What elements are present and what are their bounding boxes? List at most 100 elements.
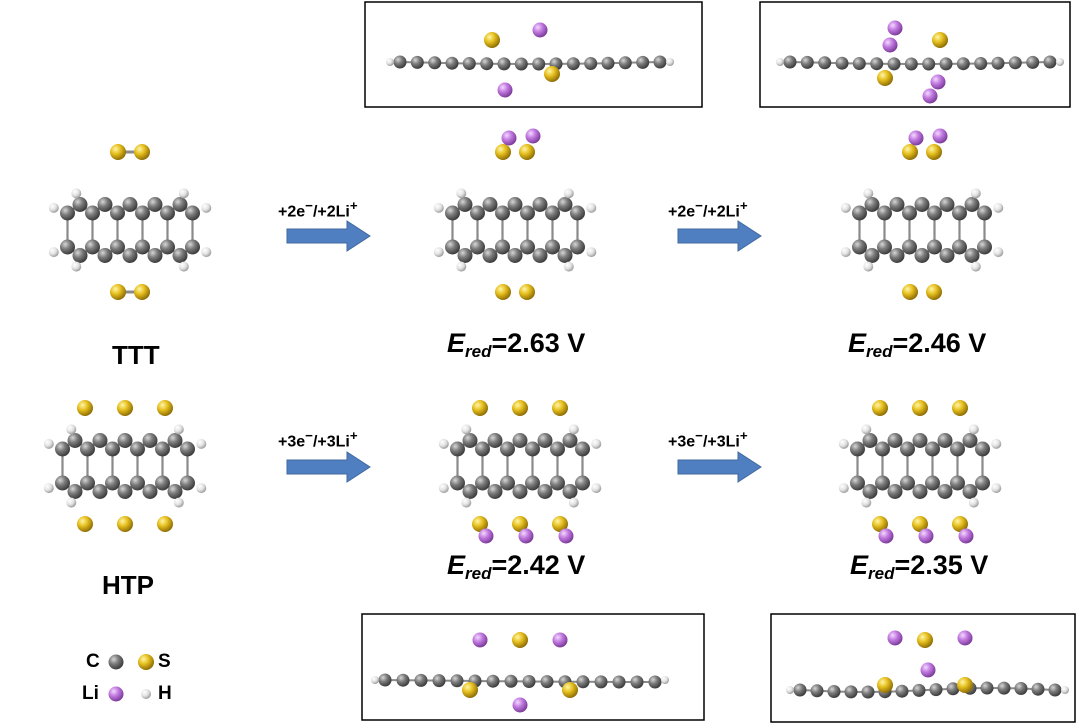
carbon-atom	[977, 205, 992, 221]
lithium-atom	[878, 528, 894, 544]
carbon-atom	[810, 684, 824, 698]
carbon-atom	[861, 685, 875, 699]
carbon-atom	[927, 239, 942, 255]
carbon-atom	[393, 55, 407, 69]
carbon-atom	[445, 239, 460, 255]
carbon-atom	[525, 441, 540, 457]
carbon-atom	[130, 475, 145, 491]
hydrogen-atom	[438, 438, 449, 449]
hydrogen-atom	[438, 483, 449, 494]
carbon-atom	[167, 433, 183, 448]
sulfur-atom	[117, 400, 133, 416]
carbon-atom	[105, 475, 120, 491]
carbon-atom	[92, 484, 108, 499]
carbon-atom	[977, 239, 992, 255]
hydrogen-atom	[433, 202, 444, 213]
carbon-atom	[122, 197, 138, 212]
sulfur-atom	[110, 144, 126, 160]
hydrogen-atom	[196, 438, 207, 449]
carbon-atom	[520, 239, 535, 255]
hydrogen-atom	[196, 483, 207, 494]
carbon-atom	[507, 197, 523, 212]
carbon-atom	[155, 475, 170, 491]
reaction-step-label-3: +3e−/+3Li+	[278, 428, 358, 451]
hydrogen-atom	[43, 438, 54, 449]
carbon-atom	[537, 433, 553, 448]
reaction-arrow-2	[677, 220, 762, 252]
carbon-atom	[877, 205, 892, 221]
lithium-atom	[512, 697, 528, 713]
carbon-atom	[108, 654, 124, 670]
carbon-atom	[520, 205, 535, 221]
carbon-atom	[410, 55, 424, 69]
carbon-atom	[844, 685, 858, 699]
hydrogen-atom	[993, 202, 1004, 213]
hydrogen-atom	[991, 483, 1002, 494]
hydrogen-atom	[173, 424, 184, 435]
side-view-box-1	[364, 1, 703, 108]
hydrogen-atom	[586, 247, 597, 258]
carbon-atom	[135, 205, 150, 221]
sulfur-atom	[562, 682, 578, 698]
carbon-atom	[952, 239, 967, 255]
reaction-step-label-1: +2e−/+2Li+	[278, 198, 358, 221]
carbon-atom	[500, 441, 515, 457]
carbon-atom	[862, 484, 878, 499]
carbon-atom	[432, 674, 446, 688]
carbon-atom	[55, 475, 70, 491]
carbon-atom	[914, 248, 930, 263]
carbon-atom	[525, 475, 540, 491]
side-view-box-4	[770, 613, 1076, 723]
carbon-atom	[504, 674, 518, 688]
carbon-atom	[925, 475, 940, 491]
sulfur-atom	[512, 400, 528, 416]
carbon-atom	[889, 248, 905, 263]
sulfur-atom	[902, 144, 918, 160]
lithium-atom	[908, 130, 924, 146]
carbon-atom	[80, 441, 95, 457]
lithium-atom	[887, 630, 903, 646]
carbon-atom	[887, 433, 903, 448]
carbon-atom	[67, 484, 83, 499]
sulfur-atom	[110, 284, 126, 300]
carbon-atom	[85, 205, 100, 221]
carbon-atom	[566, 57, 580, 71]
carbon-atom	[180, 475, 195, 491]
hydrogen-atom	[71, 261, 82, 272]
carbon-atom	[557, 248, 573, 263]
sulfur-atom	[912, 516, 928, 532]
carbon-atom	[925, 441, 940, 457]
hydrogen-atom	[861, 424, 872, 435]
carbon-atom	[495, 205, 510, 221]
carbon-atom	[1008, 56, 1022, 70]
carbon-atom	[557, 197, 573, 212]
reaction-arrow-3	[286, 451, 371, 483]
carbon-atom	[974, 57, 988, 70]
lithium-atom	[918, 528, 934, 544]
carbon-atom	[852, 57, 866, 70]
sulfur-atom	[495, 284, 511, 300]
carbon-atom	[914, 197, 930, 212]
carbon-atom	[495, 239, 510, 255]
legend-label-carbon: C	[86, 651, 100, 672]
sulfur-atom	[484, 32, 500, 48]
carbon-atom	[396, 673, 410, 687]
hydrogen-atom	[840, 202, 851, 213]
carbon-atom	[550, 441, 565, 457]
carbon-atom	[462, 484, 478, 499]
sulfur-atom	[134, 144, 150, 160]
carbon-atom	[512, 433, 528, 448]
hydrogen-atom	[178, 188, 189, 199]
carbon-atom	[818, 56, 832, 70]
carbon-atom	[147, 197, 163, 212]
carbon-atom	[180, 441, 195, 457]
carbon-atom	[900, 475, 915, 491]
sulfur-atom	[117, 516, 133, 532]
hydrogen-atom	[141, 689, 151, 699]
carbon-atom	[937, 433, 953, 448]
carbon-atom	[500, 475, 515, 491]
hydrogen-atom	[201, 247, 212, 258]
sulfur-atom	[512, 632, 528, 648]
hydrogen-atom	[456, 188, 467, 199]
